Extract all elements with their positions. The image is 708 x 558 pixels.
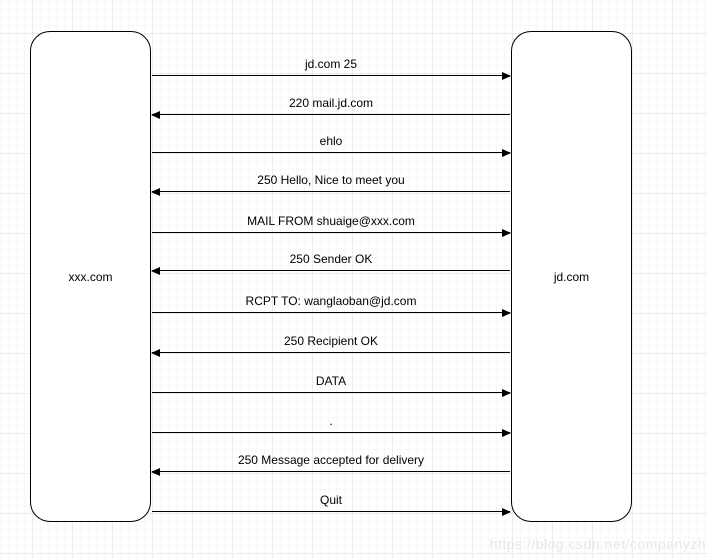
- message-label: 220 mail.jd.com: [288, 96, 374, 110]
- message-label: .: [329, 414, 333, 428]
- message-arrow-line: [152, 148, 511, 157]
- message-arrow-line: [151, 110, 510, 119]
- message-arrow-line: [152, 507, 511, 516]
- message-label: ehlo: [319, 134, 343, 148]
- message-label: 250 Recipient OK: [283, 334, 379, 348]
- arrowhead-icon: [151, 110, 160, 119]
- message-label: 250 Sender OK: [289, 252, 373, 266]
- arrowhead-icon: [502, 388, 511, 397]
- actor-xxx-com-box: xxx.com: [30, 31, 151, 522]
- arrowhead-icon: [151, 266, 160, 275]
- watermark-text: https://blog.csdn.net/companyzh: [489, 536, 706, 552]
- arrowhead-icon: [502, 148, 511, 157]
- message-label: RCPT TO: wanglaoban@jd.com: [245, 294, 417, 308]
- message-arrow-line: [152, 428, 511, 437]
- arrowhead-icon: [502, 71, 511, 80]
- message-label: 250 Message accepted for delivery: [237, 453, 425, 467]
- arrowhead-icon: [151, 187, 160, 196]
- arrowhead-icon: [151, 467, 160, 476]
- arrowhead-icon: [502, 228, 511, 237]
- message-arrow-line: [151, 266, 510, 275]
- actor-jd-com-box: jd.com: [511, 31, 632, 522]
- message-arrow-line: [151, 348, 510, 357]
- arrowhead-icon: [502, 428, 511, 437]
- arrowhead-icon: [151, 348, 160, 357]
- message-label: DATA: [315, 374, 347, 388]
- message-arrow-line: [151, 467, 510, 476]
- arrowhead-icon: [502, 308, 511, 317]
- message-arrow-line: [152, 388, 511, 397]
- message-arrow-line: [152, 71, 511, 80]
- arrowhead-icon: [502, 507, 511, 516]
- message-arrow-line: [152, 228, 511, 237]
- message-label: 250 Hello, Nice to meet you: [257, 173, 405, 187]
- message-arrow-line: [151, 187, 510, 196]
- actor-jd-com-label: jd.com: [553, 269, 590, 284]
- actor-xxx-com-label: xxx.com: [68, 269, 113, 284]
- message-label: jd.com 25: [304, 57, 358, 71]
- message-arrow-line: [152, 308, 511, 317]
- message-label: MAIL FROM shuaige@xxx.com: [247, 214, 415, 228]
- message-label: Quit: [319, 493, 342, 507]
